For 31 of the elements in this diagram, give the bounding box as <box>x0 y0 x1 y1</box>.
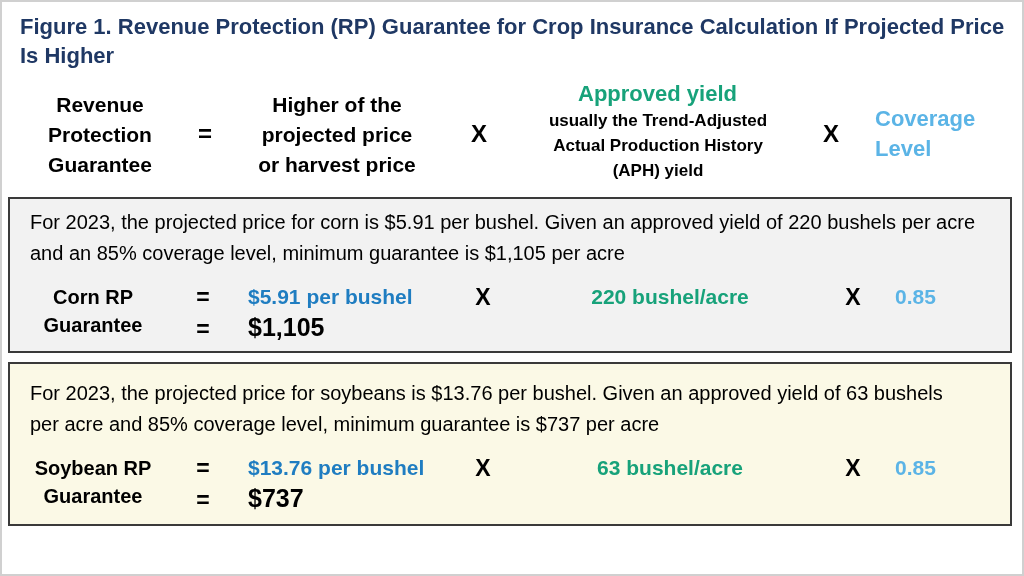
equals-sign: = <box>195 454 211 482</box>
term-note: usually the Trend-Adjusted Actual Production History (APH) yield <box>547 110 769 182</box>
info-panel <box>8 362 1012 526</box>
formula-term: Soybean RP Guarantee <box>33 456 153 509</box>
formula-term: Coverage Level <box>875 105 977 163</box>
equals-sign: = <box>195 486 211 514</box>
multiply-sign: X <box>844 283 862 311</box>
note-text: For 2023, the projected price for corn is $5.91 per bushel. Given an approved yield of 220 bushels per acre and an 85% coverage level, minimum guarantee is $1,105 per acre <box>30 210 975 266</box>
note-text: For 2023, the projected price for soybeans is $13.76 per bushel. Given an approved yield of 63 bushels per acre and 85% coverage level, minimum guarantee is $737 per acre <box>30 381 944 437</box>
coverage-value: 0.85 <box>895 455 937 481</box>
info-panel <box>8 197 1012 353</box>
yield-value: 220 bushel/acre <box>590 284 750 310</box>
formula-term: Approved yield <box>577 80 738 108</box>
formula-term: Revenue Protection Guarantee <box>47 92 153 178</box>
equals-sign: = <box>197 119 213 149</box>
multiply-sign: X <box>474 454 492 482</box>
formula-term: Higher of the projected price or harvest price <box>257 92 417 178</box>
result-value: $1,105 <box>248 312 326 343</box>
yield-value: 63 bushel/acre <box>596 455 744 481</box>
equals-sign: = <box>195 283 211 311</box>
result-value: $737 <box>248 483 305 514</box>
price-value: $5.91 per bushel <box>248 284 414 310</box>
price-value: $13.76 per bushel <box>248 455 426 481</box>
formula-term: Corn RP Guarantee <box>42 285 144 338</box>
coverage-value: 0.85 <box>895 284 937 310</box>
multiply-sign: X <box>470 119 488 149</box>
multiply-sign: X <box>844 454 862 482</box>
title: Figure 1. Revenue Protection (RP) Guarantee for Crop Insurance Calculation If Projected Price Is Higher <box>20 13 1006 70</box>
equals-sign: = <box>195 315 211 343</box>
multiply-sign: X <box>822 119 840 149</box>
multiply-sign: X <box>474 283 492 311</box>
